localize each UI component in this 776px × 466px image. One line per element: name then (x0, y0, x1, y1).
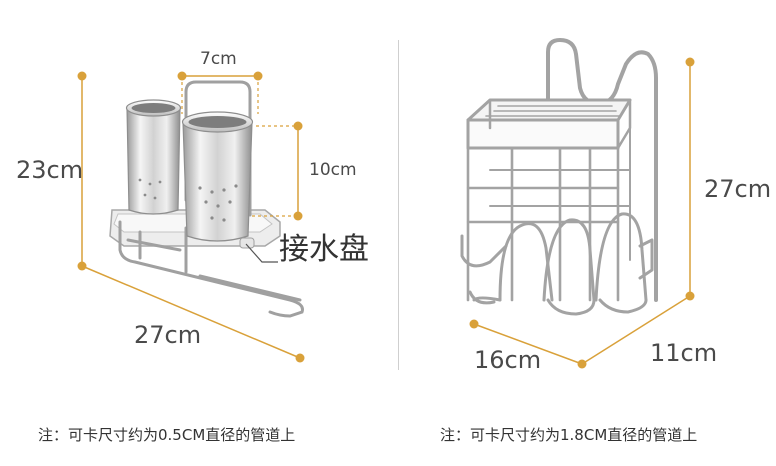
left-note: 注：可卡尺寸约为0.5CM直径的管道上 (38, 426, 296, 444)
right-note: 注：可卡尺寸约为1.8CM直径的管道上 (440, 426, 698, 444)
left-length-label: 27cm (134, 321, 202, 349)
drip-tray-label: 接水盘 (279, 232, 369, 267)
right-width-label: 16cm (474, 346, 542, 374)
left-cup-height-label: 10cm (309, 160, 357, 180)
panel-divider (398, 40, 399, 370)
right-depth-label: 11cm (650, 339, 718, 367)
cup-back (125, 99, 182, 215)
cup-front (138, 111, 254, 242)
right-height-label: 27cm (704, 175, 772, 203)
tray-leader-line (245, 243, 278, 263)
knife-rack-drawing (460, 38, 658, 316)
utensil-holder-drawing (77, 71, 305, 363)
right-dimension-lines (469, 57, 695, 369)
left-height-label: 23cm (16, 156, 84, 184)
left-width-label: 7cm (200, 49, 237, 69)
left-dimension-lines (77, 71, 305, 363)
